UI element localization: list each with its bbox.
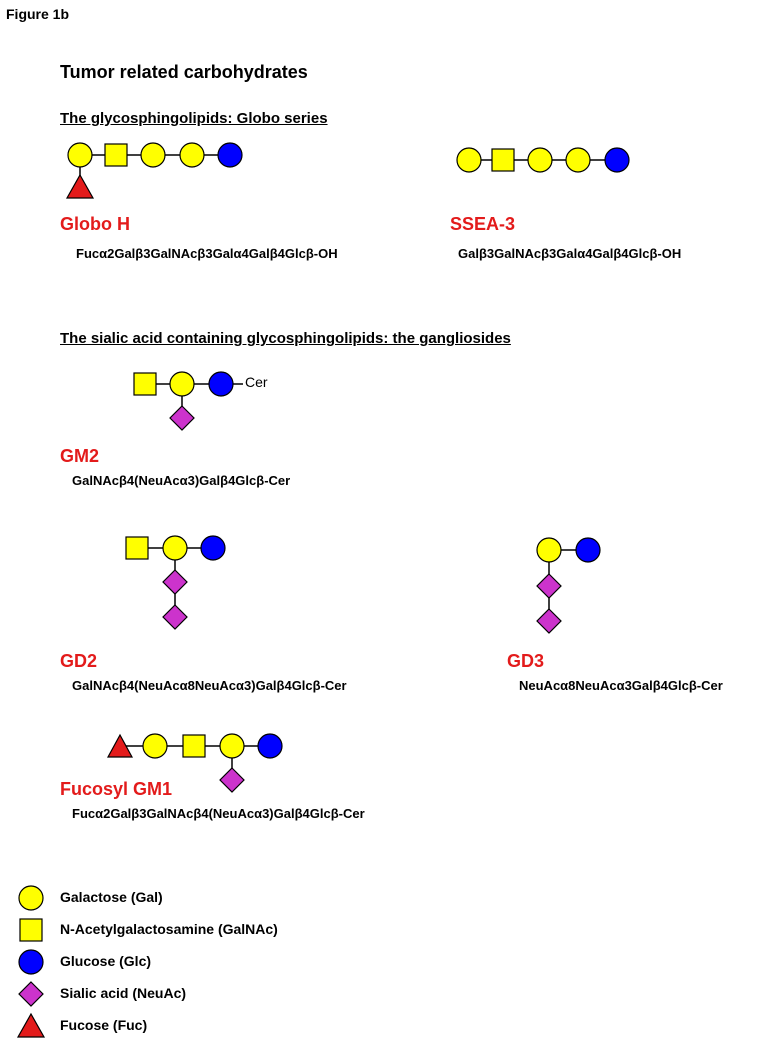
fucosyl-gm1-name: Fucosyl GM1 (60, 779, 173, 799)
globo-h-formula: Fucα2Galβ3GalNAcβ3Galα4Galβ4Glcβ-OH (76, 246, 338, 261)
legend-galnac-icon (19, 918, 43, 942)
fucose-symbol (65, 173, 95, 199)
ssea3-formula: Galβ3GalNAcβ3Galα4Galβ4Glcβ-OH (458, 246, 682, 261)
gm2-structure (133, 371, 243, 431)
gd3-formula: NeuAcα8NeuAcα3Galβ4Glcβ-Cer (519, 678, 723, 693)
galactose-symbol (142, 733, 168, 759)
section-heading-globo-text: The glycosphingolipids: Globo series (60, 110, 328, 127)
galnac-symbol (125, 536, 149, 560)
galactose-symbol (456, 147, 482, 173)
sialic-acid-symbol (536, 608, 562, 634)
gm2-formula: GalNAcβ4(NeuAcα3)Galβ4Glcβ-Cer (72, 473, 291, 488)
galactose-symbol (527, 147, 553, 173)
galactose-symbol (67, 142, 93, 168)
gd2-formula: GalNAcβ4(NeuAcα8NeuAcα3)Galβ4Glcβ-Cer (72, 678, 347, 693)
fucosyl-gm1-structure (106, 733, 283, 793)
gm2-aglycone-label: Cer (245, 374, 268, 390)
glucose-symbol (257, 733, 283, 759)
fucose-symbol (106, 733, 134, 758)
galnac-symbol (104, 143, 128, 167)
legend-galactose-icon (18, 885, 44, 911)
legend-sialic-acid-icon (18, 981, 44, 1007)
glucose-symbol (217, 142, 243, 168)
legend-label-fucose: Fucose (Fuc) (60, 1017, 148, 1033)
legend-symbols (16, 885, 46, 1038)
gd3-name: GD3 (507, 651, 545, 671)
legend-glucose-icon (18, 949, 44, 975)
sialic-acid-symbol (162, 604, 188, 630)
gm2-name: GM2 (60, 446, 100, 466)
galnac-symbol (133, 372, 157, 396)
galactose-symbol (536, 537, 562, 563)
glucose-symbol (604, 147, 630, 173)
galactose-symbol (179, 142, 205, 168)
galactose-symbol (565, 147, 591, 173)
galactose-symbol (162, 535, 188, 561)
fucosyl-gm1-formula: Fucα2Galβ3GalNAcβ4(NeuAcα3)Galβ4Glcβ-Cer (72, 806, 365, 821)
legend-label-galactose: Galactose (Gal) (60, 889, 163, 905)
glucose-symbol (575, 537, 601, 563)
galnac-symbol (491, 148, 515, 172)
sialic-acid-symbol (219, 767, 245, 793)
galactose-symbol (219, 733, 245, 759)
gd2-structure (125, 535, 226, 630)
ssea3-name: SSEA-3 (450, 214, 516, 234)
galactose-symbol (140, 142, 166, 168)
gd2-name: GD2 (60, 651, 98, 671)
gd3-structure (536, 537, 601, 634)
globo-h-name: Globo H (60, 214, 130, 234)
legend-label-galnac: N-Acetylgalactosamine (GalNAc) (60, 921, 278, 937)
glucose-symbol (208, 371, 234, 397)
section-heading-globo: The glycosphingolipids: Globo series (60, 110, 494, 127)
figure-label: Figure 1b (6, 6, 70, 22)
galnac-symbol (182, 734, 206, 758)
sialic-acid-symbol (536, 573, 562, 599)
legend-fucose-icon (16, 1012, 46, 1038)
glucose-symbol (200, 535, 226, 561)
galactose-symbol (169, 371, 195, 397)
legend-label-glucose: Glucose (Glc) (60, 953, 152, 969)
section-heading-gangliosides: The sialic acid containing glycosphingol… (60, 330, 511, 347)
legend-label-sialic-acid: Sialic acid (NeuAc) (60, 985, 187, 1001)
sialic-acid-symbol (169, 405, 195, 431)
globo-h-structure (65, 142, 243, 199)
ssea3-structure (456, 147, 630, 173)
page-title: Tumor related carbohydrates (60, 62, 308, 82)
sialic-acid-symbol (162, 569, 188, 595)
